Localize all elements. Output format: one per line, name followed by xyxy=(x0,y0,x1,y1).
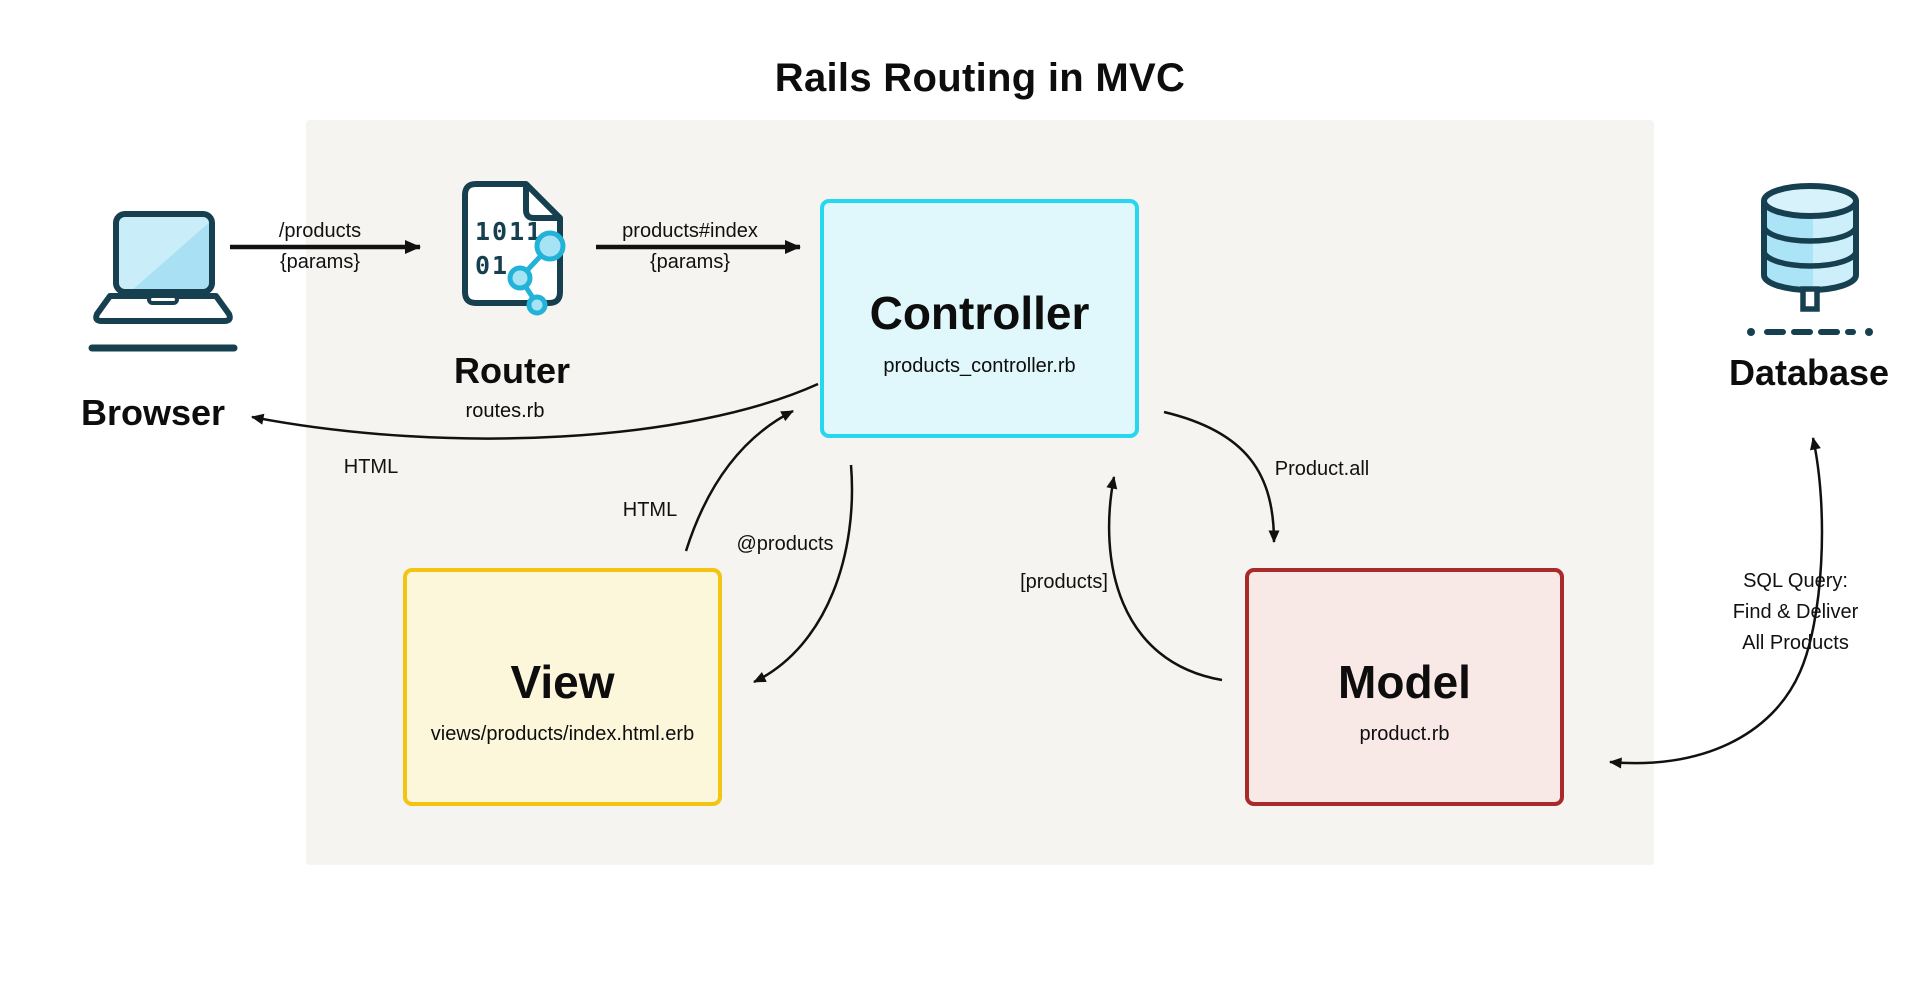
router-file-label: routes.rb xyxy=(465,400,545,422)
view-file-label: views/products/index.html.erb xyxy=(430,723,695,746)
database-label: Database xyxy=(1728,352,1890,393)
edge-label-view-to-controller: HTML xyxy=(622,499,678,521)
edge-label-line: All Products xyxy=(1742,632,1849,654)
controller-title: Controller xyxy=(869,287,1090,340)
edge-label-controller-to-browser: HTML xyxy=(343,456,399,478)
controller-file-label: products_controller.rb xyxy=(883,354,1076,377)
model-box: Model product.rb xyxy=(1245,568,1564,806)
router-icon: 1011 01 xyxy=(440,178,590,333)
view-title: View xyxy=(510,655,615,708)
edge-label-controller-to-model: Product.all xyxy=(1274,458,1370,480)
edge-label-line: Find & Deliver xyxy=(1732,601,1859,623)
database-icon xyxy=(1735,175,1885,365)
edge-label-model-to-controller: [products] xyxy=(1020,571,1108,593)
edge-label-line: /products xyxy=(278,220,362,242)
edge-label-model-to-database: SQL Query: Find & Deliver All Products xyxy=(1688,566,1903,659)
edge-label-line: products#index xyxy=(622,220,758,242)
edge-label-browser-to-router: /products {params} xyxy=(220,216,420,278)
router-binary-line-1: 1011 xyxy=(475,217,543,246)
laptop-icon xyxy=(88,210,238,370)
edge-label-line: SQL Query: xyxy=(1743,570,1848,592)
router-label: Router xyxy=(454,350,570,391)
edge-label-controller-to-view: @products xyxy=(736,533,834,555)
browser-label: Browser xyxy=(80,392,226,433)
edge-label-line: {params} xyxy=(279,251,361,273)
edge-label-router-to-controller: products#index {params} xyxy=(590,216,790,278)
view-box: View views/products/index.html.erb xyxy=(403,568,722,806)
router-binary-line-2: 01 xyxy=(475,251,509,280)
diagram-title: Rails Routing in MVC xyxy=(774,56,1186,100)
model-file-label: product.rb xyxy=(1359,723,1450,746)
controller-box: Controller products_controller.rb xyxy=(820,199,1139,438)
model-title: Model xyxy=(1338,655,1471,708)
edge-label-line: {params} xyxy=(649,251,731,273)
